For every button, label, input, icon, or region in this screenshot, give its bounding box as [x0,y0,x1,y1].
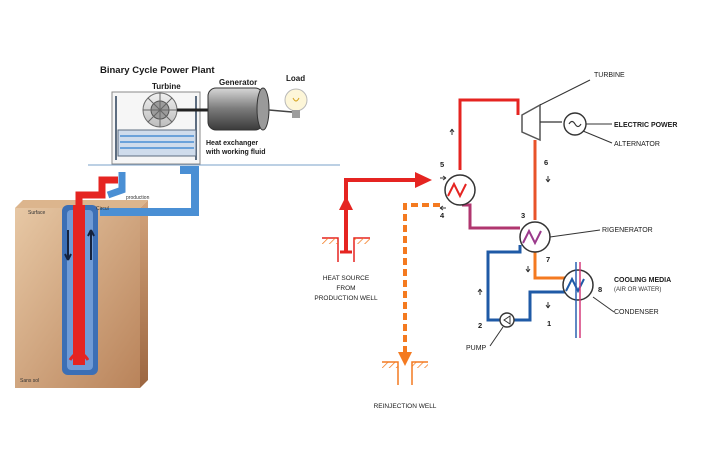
condenser-leader [592,296,615,313]
condenser-8 [562,269,594,301]
production-label: production [126,195,150,201]
label-turbine: TURBINE [594,72,625,79]
heat-exchanger-label-2: with working fluid [205,149,266,156]
generator-body [207,87,264,131]
heat-source-pipe [344,178,418,252]
cold-return-pipe [100,166,199,216]
node-8: 8 [598,285,602,294]
label-electric-power: ELECTRIC POWER [614,122,677,129]
alternator-leader [582,130,613,144]
heat-exchanger-5 [444,174,476,206]
alternator-wave-icon [568,120,582,128]
label-alternator: ALTERNATOR [614,141,660,148]
reinjection-pipe [403,203,440,355]
label-heat-source-3: PRODUCTION WELL [314,295,378,302]
pipe-7 [533,246,568,280]
node-2: 2 [478,321,482,330]
load-wire [268,109,293,113]
regenerator-3 [519,221,551,253]
heat-exchanger-label-1: Heat exchanger [206,140,258,147]
ground-label: Sans sol [20,378,39,384]
well-bottom-loop [68,351,90,361]
label-air-or-water: (AIR OR WATER) [614,287,661,293]
flow-arrow-down-1 [545,302,551,309]
generator-end [256,87,270,131]
condenser-8-coil [565,276,585,294]
cold-return-pipe-up [106,172,126,199]
pipe-2 [486,245,522,322]
left-title: Binary Cycle Power Plant [100,65,215,76]
pipe-1 [514,290,568,322]
label-condenser: CONDENSER [614,309,659,316]
flow-arrow-in-5 [440,175,447,181]
pump-triangle-icon [503,315,511,325]
well-down-arrow [64,230,72,261]
light-bulb-icon [284,88,308,118]
hot-production-pipe [75,176,118,205]
reinjection-hatch-left [382,362,398,368]
flow-arrow-out-4 [439,205,446,211]
label-pump: PUMP [466,345,487,352]
left-generator-label: Generator [219,78,257,87]
production-well-hatch-left [322,238,338,244]
surface-pipes: production Circul [75,166,199,216]
plant-housing [111,91,201,165]
ground-side [140,200,148,388]
reinjection-arrowhead [398,352,412,366]
pipe-5-to-turbine [458,98,520,170]
node-7: 7 [546,255,550,264]
bulb-glass [284,88,308,112]
label-rigenerator: RIGENERATOR [602,227,653,234]
turbine-leader [539,79,591,106]
well-hot-tube [73,205,85,365]
heat-exchanger-coils [120,135,194,149]
pipe-3-to-5 [462,203,520,230]
bulb-filament [292,97,300,102]
well-up-arrow [87,229,95,260]
node-4: 4 [440,211,445,220]
reinjection-hatch-right [412,362,428,368]
rigenerator-leader [549,229,601,238]
left-turbine-label: Turbine [152,82,181,91]
production-well [62,205,98,375]
node-3: 3 [521,211,525,220]
circulation-label: Circul [96,206,109,212]
label-heat-source-1: HEAT SOURCE [323,275,370,282]
label-reinjection-well: REINJECTION WELL [374,403,437,410]
flow-arrow-up-5 [449,128,455,135]
turbine-symbol [521,103,541,142]
heat-source-arrowhead [415,172,432,188]
flow-arrow-down-7 [525,266,531,273]
heat-exchanger-5-coil [447,181,467,199]
node-1: 1 [547,319,551,328]
heat-exchanger-block [117,129,197,157]
right-cycle-schematic: TURBINE ELECTRIC POWER ALTERNATOR RIGENE… [314,72,677,410]
flow-arrow-up-2 [477,288,483,295]
heat-source-up-arrow [339,196,353,210]
left-binary-cycle-illustration: Binary Cycle Power Plant Turbine Generat… [15,65,340,388]
generator [177,87,293,131]
left-load-label: Load [286,74,305,83]
regenerator-3-coil [522,228,542,246]
label-heat-source-2: FROM [336,285,355,292]
node-5: 5 [440,160,444,169]
production-well-hatch-right [354,238,370,244]
node-6: 6 [544,158,548,167]
flow-arrow-down-6 [545,176,551,183]
surface-label: Surface [28,210,45,216]
bulb-base [292,110,300,118]
label-cooling-media: COOLING MEDIA [614,277,671,284]
pump-leader [489,326,504,347]
turbine-blades [143,93,177,127]
